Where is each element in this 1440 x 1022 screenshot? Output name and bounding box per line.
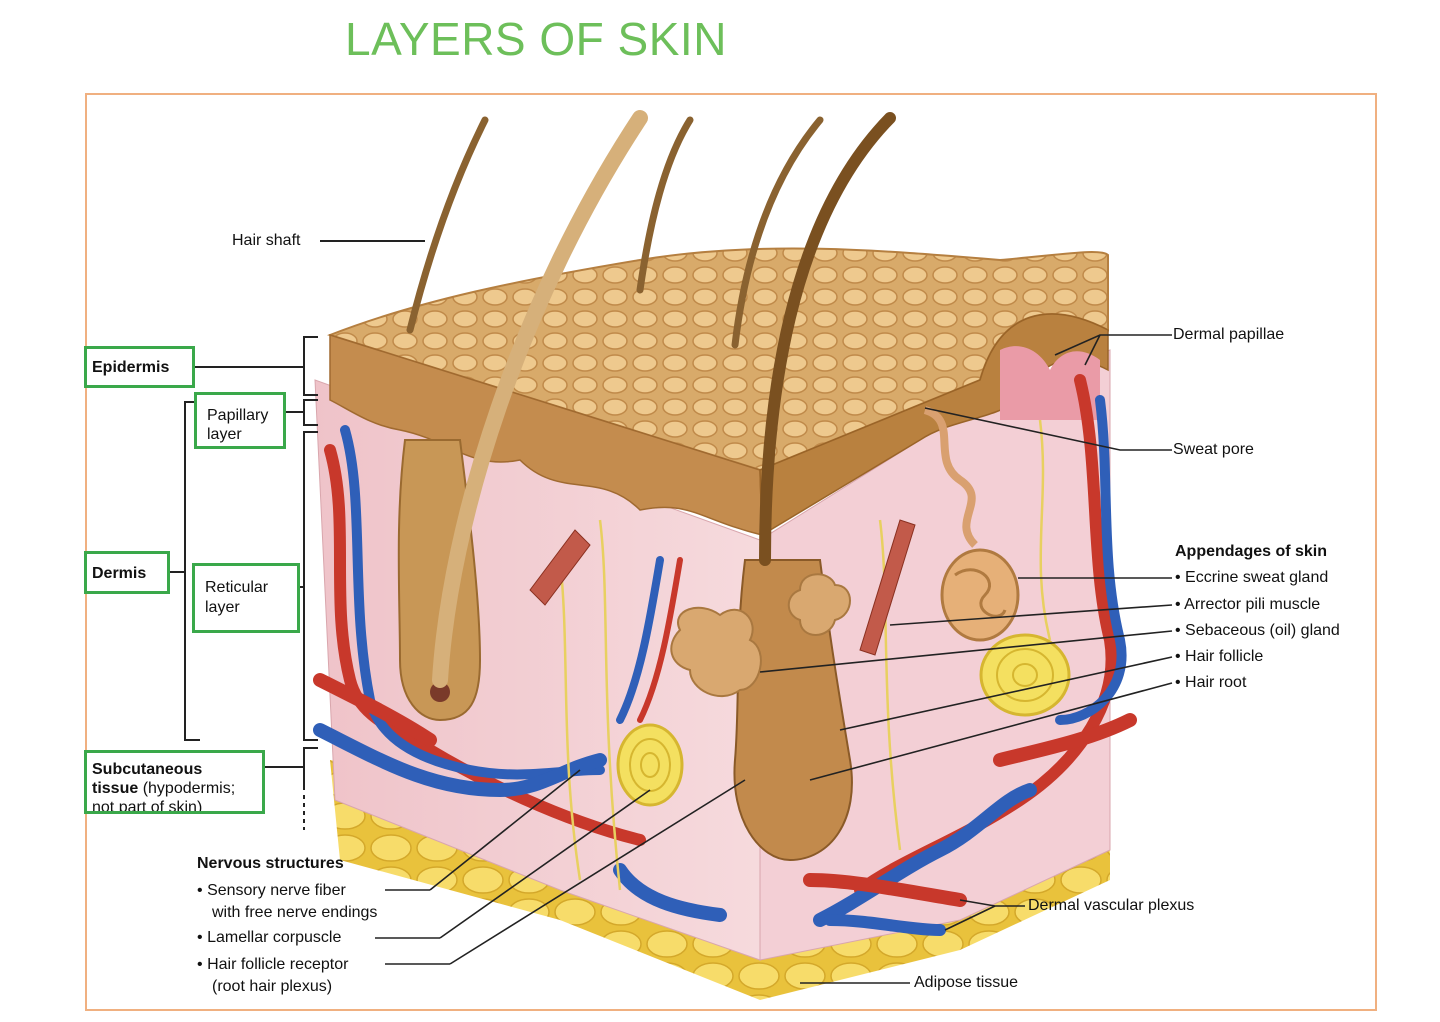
vein-center [616,556,664,724]
label-adipose-tissue: Adipose tissue [914,974,1019,991]
lamellar-corpuscle-right [979,633,1071,717]
nervous-item-sensory: • Sensory nerve fiber with free nerve en… [197,882,378,921]
appendage-hair-root: • Hair root [1175,674,1247,691]
label-sweat-pore: Sweat pore [1173,441,1254,458]
appendage-hair-follicle: • Hair follicle [1175,648,1264,665]
label-papillary-layer: Papillary layer [194,392,286,449]
bracket-subcutaneous [303,747,318,790]
label-subcutaneous-tissue: Subcutaneous tissue (hypodermis; not par… [84,750,265,814]
nervous-structures-heading: Nervous structures [197,855,344,872]
hair-shaft-2 [636,116,694,294]
hair-shaft-5 [432,110,648,688]
nervous-item-lamellar: • Lamellar corpuscle [197,929,342,946]
appendage-sebaceous-gland: • Sebaceous (oil) gland [1175,622,1340,639]
nervous-item-hair-follicle-receptor: • Hair follicle receptor (root hair plex… [197,956,349,995]
label-dermis-text: Dermis [92,565,147,582]
hair-shaft-1 [406,116,489,334]
hair-shaft-4 [759,112,896,566]
label-subcutaneous-line2: tissue (hypodermis; [92,780,236,797]
sebaceous-gland [670,606,762,697]
nerve-fiber-2 [598,519,622,891]
vein-right-lower [813,783,1037,927]
nerve-fiber-1 [558,559,582,881]
label-reticular-line2: layer [205,599,240,616]
epidermis-front-edge [329,333,763,536]
nerve-fiber-4 [1038,419,1052,641]
label-reticular-layer: Reticular layer [192,563,300,633]
bracket-reticular [303,431,318,741]
label-dermal-papillae: Dermal papillae [1173,326,1285,343]
label-papillary-line1: Papillary [207,407,269,424]
vein-plexus [824,914,946,936]
appendage-arrector-pili-muscle: • Arrector pili muscle [1175,596,1321,613]
page-title: LAYERS OF SKIN [345,13,727,65]
appendages-heading: Appendages of skin [1175,543,1328,560]
label-hair-shaft: Hair shaft [232,232,301,249]
arrector-pili-muscle-right [859,519,916,656]
lamellar-corpuscle-left [616,723,684,807]
artery-center [637,557,683,723]
vein-right [1055,395,1127,725]
sebaceous-gland-right [787,573,851,636]
eccrine-sweat-gland [940,548,1020,642]
center-hair-follicle [733,559,853,862]
label-epidermis-text: Epidermis [92,359,170,376]
dermal-papillae-bumps [1000,346,1100,420]
artery-right-lower [993,713,1137,767]
hair-shaft-3 [731,116,824,349]
label-dermis: Dermis [84,551,170,594]
artery-plexus [803,873,967,907]
label-subcutaneous-line1: Subcutaneous [92,761,203,778]
label-dermal-vascular-plexus: Dermal vascular plexus [1028,897,1195,914]
label-papillary-line2: layer [207,426,242,443]
vein-bottom-left [313,723,607,798]
label-reticular-line1: Reticular [205,579,269,596]
label-epidermis: Epidermis [84,346,195,388]
appendage-eccrine-sweat-gland: • Eccrine sweat gland [1175,569,1329,586]
label-subcutaneous-line3: not part of skin) [92,799,203,814]
vein-left [340,425,605,780]
artery-bottom-left [313,673,437,747]
sweat-duct [923,406,979,548]
vein-bottom-middle [613,863,727,922]
arrector-pili-muscle-left [529,529,591,606]
